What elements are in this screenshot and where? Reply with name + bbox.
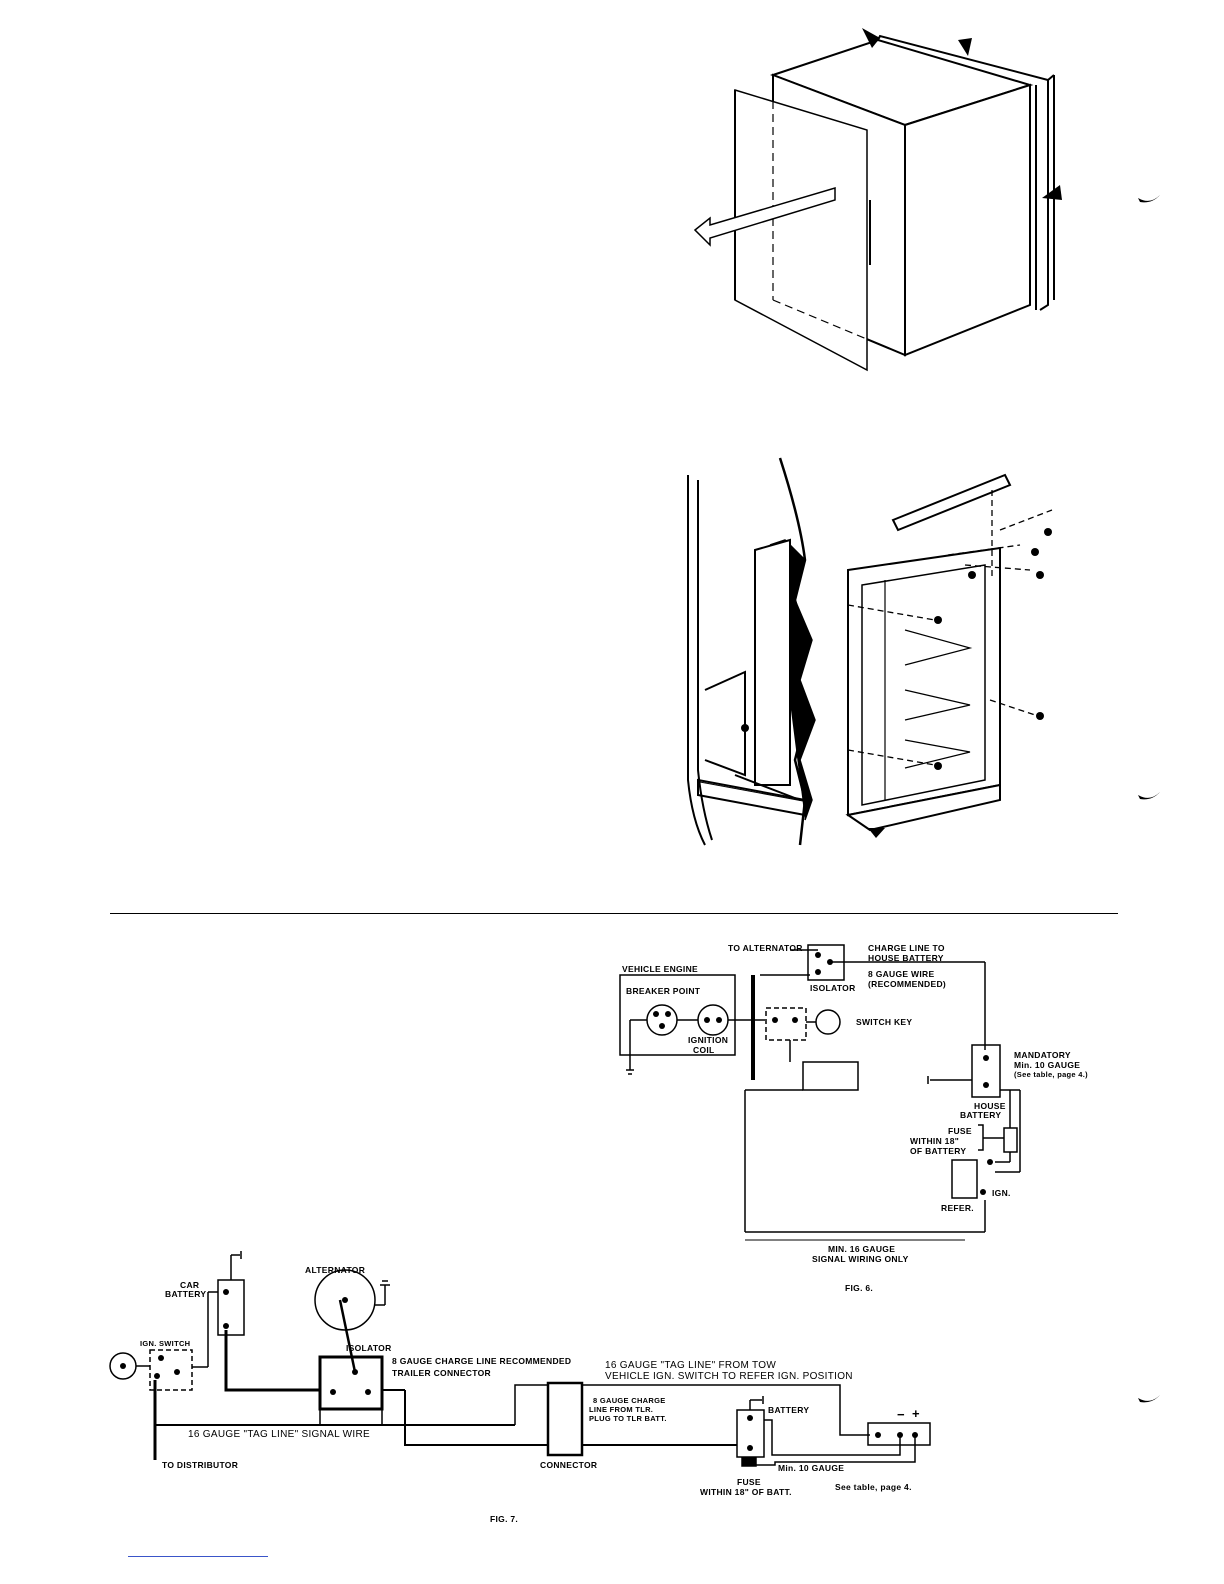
fig6-see-table: (See table, page 4.): [1014, 1070, 1088, 1079]
fig7-plus-sign: +: [912, 1406, 920, 1421]
fig6-min-gauge: Min. 10 GAUGE: [1014, 1060, 1081, 1070]
fig6-gauge-wire: 8 GAUGE WIRE: [868, 969, 935, 979]
page-tick-marks: [1138, 195, 1160, 1403]
fig7-charge-1: 8 GAUGE CHARGE: [593, 1396, 666, 1405]
fig6-to-alternator: TO ALTERNATOR: [728, 943, 803, 953]
fig7-charge-3: PLUG TO TLR BATT.: [589, 1414, 667, 1423]
fig6-caption: FIG. 6.: [845, 1283, 874, 1293]
fig6-switch-key: SWITCH KEY: [856, 1017, 913, 1027]
refrigerator-panel-illustration: [693, 34, 1055, 372]
fig7-vehicle-ign: VEHICLE IGN. SWITCH TO REFER IGN. POSITI…: [605, 1371, 853, 1382]
fig7-trailer-connector: TRAILER CONNECTOR: [392, 1368, 491, 1378]
fig6-of-battery: OF BATTERY: [910, 1146, 967, 1156]
fig6-house: HOUSE: [974, 1101, 1006, 1111]
fig6-min16: MIN. 16 GAUGE: [828, 1244, 896, 1254]
fig7-charge-2: LINE FROM TLR.: [589, 1405, 654, 1414]
fig6-fuse: FUSE: [948, 1126, 972, 1136]
fig6-house-battery-line: HOUSE BATTERY: [868, 953, 944, 963]
fig7-connector: CONNECTOR: [540, 1460, 598, 1470]
fig6-ignition: IGNITION: [688, 1035, 729, 1045]
fig6-ign: IGN.: [992, 1188, 1011, 1198]
fig6-isolator: ISOLATOR: [810, 983, 856, 993]
fig6-within: WITHIN 18": [910, 1136, 960, 1146]
fig7-isolator: ISOLATOR: [346, 1343, 392, 1353]
fig6-battery: BATTERY: [960, 1110, 1002, 1120]
fig6-recommended: (RECOMMENDED): [868, 979, 947, 989]
fig7-battery-label: BATTERY: [768, 1405, 810, 1415]
fig6-coil: COIL: [693, 1045, 715, 1055]
fig7-car: CAR: [180, 1280, 200, 1290]
fig6-mandatory: MANDATORY: [1014, 1050, 1071, 1060]
fig7-alternator: ALTERNATOR: [305, 1265, 366, 1275]
fig6-refer: REFER.: [941, 1203, 974, 1213]
fig7-see-table: See table, page 4.: [835, 1482, 912, 1492]
vehicle-engine-box: [619, 974, 736, 1056]
fig6-charge-line: CHARGE LINE TO: [868, 943, 945, 953]
fig7-minus-sign: −: [897, 1407, 905, 1422]
section-divider: [110, 913, 1118, 914]
fig6-breaker-point: BREAKER POINT: [626, 986, 701, 996]
fig7-ign-switch: IGN. SWITCH: [140, 1339, 191, 1348]
fig7-tag-signal: 16 GAUGE "TAG LINE" SIGNAL WIRE: [188, 1429, 370, 1440]
fig6-vehicle-engine: VEHICLE ENGINE: [622, 964, 698, 974]
fig7-battery: BATTERY: [165, 1289, 207, 1299]
frame-arrows: [862, 28, 1062, 200]
fig7-tag-line-tow: 16 GAUGE "TAG LINE" FROM TOW: [605, 1360, 777, 1371]
footnote-divider: [128, 1556, 268, 1557]
wall-installation-illustration: [687, 457, 1053, 846]
fig7-min10: Min. 10 GAUGE: [778, 1463, 845, 1473]
screws: [741, 528, 1052, 838]
fig7-charge-line: 8 GAUGE CHARGE LINE RECOMMENDED: [392, 1356, 572, 1366]
fig7-caption: FIG. 7.: [490, 1514, 519, 1524]
fig7-to-distributor: TO DISTRIBUTOR: [162, 1460, 239, 1470]
fig7-within: WITHIN 18" OF BATT.: [700, 1487, 792, 1497]
fig6-signal-only: SIGNAL WIRING ONLY: [812, 1254, 909, 1264]
fig7-fuse: FUSE: [737, 1477, 761, 1487]
